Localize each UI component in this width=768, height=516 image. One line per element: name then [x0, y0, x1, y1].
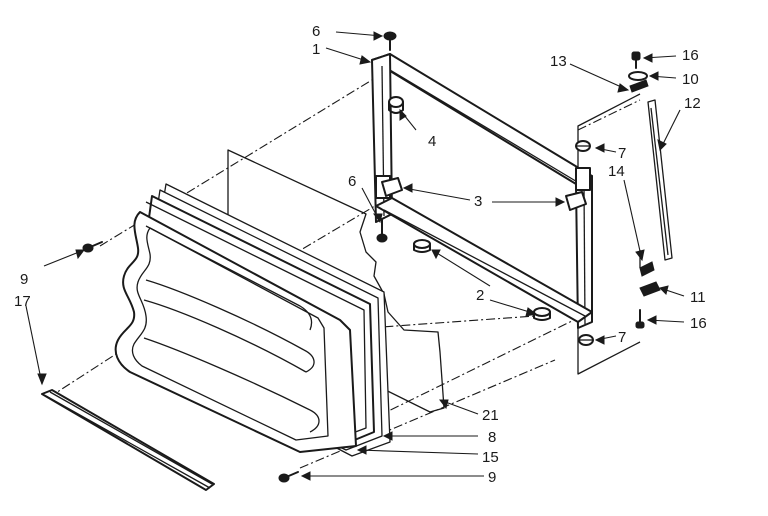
callout-9-left: 9 [20, 271, 28, 288]
callout-10: 10 [682, 71, 699, 88]
door-trim-strip [41, 389, 215, 491]
callout-6-mid: 6 [348, 173, 356, 190]
door-stop-bar [647, 99, 673, 261]
callout-16-top: 16 [682, 47, 699, 64]
door-frame [371, 53, 593, 329]
callout-7-top: 7 [618, 145, 626, 162]
callout-2: 2 [476, 287, 484, 304]
callout-labels: 6 1 4 3 6 2 7 7 13 16 10 12 14 11 16 9 1… [14, 23, 707, 486]
callout-15: 15 [482, 449, 499, 466]
bottom-hinge-hardware [635, 261, 661, 329]
callout-7-bottom: 7 [618, 329, 626, 346]
callout-9-bottom: 9 [488, 469, 496, 486]
leader-arrowheads [37, 31, 669, 481]
top-hinge-hardware [628, 51, 649, 93]
screws-6 [376, 31, 397, 243]
callout-1: 1 [312, 41, 320, 58]
plug-4 [388, 96, 404, 114]
insulation-panel [227, 149, 445, 413]
callout-3: 3 [474, 193, 482, 210]
callout-17: 17 [14, 293, 31, 310]
pads-7 [575, 140, 594, 346]
callout-6-top: 6 [312, 23, 320, 40]
callout-16-bottom: 16 [690, 315, 707, 332]
callout-11: 11 [690, 289, 706, 306]
callout-13: 13 [550, 53, 567, 70]
callout-12: 12 [684, 95, 701, 112]
screws-9 [82, 241, 299, 483]
callout-14: 14 [608, 163, 625, 180]
callout-8: 8 [488, 429, 496, 446]
callout-21: 21 [482, 407, 499, 424]
frame-brackets [381, 177, 587, 211]
door-outer-panel [114, 211, 357, 453]
callout-4: 4 [428, 133, 436, 150]
